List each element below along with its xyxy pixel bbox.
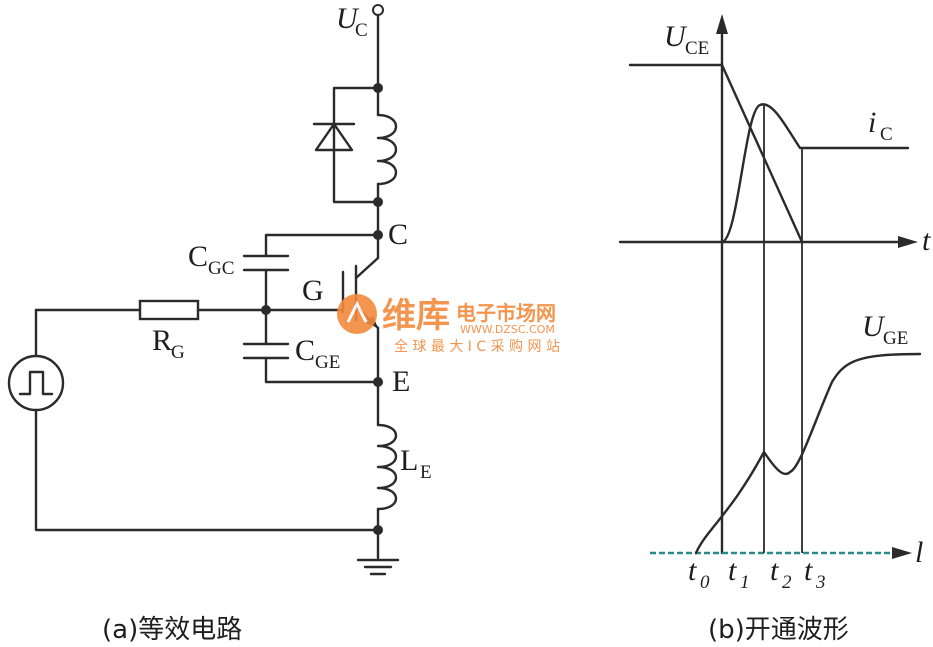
diode-branch-wire — [332, 86, 380, 204]
ic-curve — [720, 103, 910, 244]
watermark-logo-icon — [337, 294, 377, 334]
caption-left: (a)等效电路 — [102, 615, 242, 645]
equivalent-circuit: U C C G E R G — [7, 2, 560, 576]
igbt-collector-diag — [354, 256, 380, 280]
watermark-logo-mark — [346, 300, 368, 323]
rg-label-sub: G — [171, 342, 185, 363]
cge-label: C — [295, 334, 315, 367]
tick-t1-sub: 1 — [740, 572, 750, 593]
supply-label: U — [336, 2, 360, 35]
tick-t3-sub: 3 — [815, 572, 826, 593]
gate-label: G — [302, 274, 324, 307]
ic-label-sub: C — [880, 124, 893, 145]
tick-t0-sub: 0 — [700, 572, 710, 593]
uge-label: U — [862, 310, 886, 343]
tick-t2-sub: 2 — [782, 572, 792, 593]
gate-resistor — [138, 299, 200, 321]
middle-axis-label: t — [922, 224, 931, 257]
middle-time-axis-arrow — [898, 236, 918, 248]
le-label: L — [400, 444, 418, 477]
pulse-source — [7, 354, 65, 412]
tick-t0: t — [688, 554, 697, 587]
cgc-top-wire — [264, 233, 380, 258]
uge-curve — [694, 352, 922, 555]
uce-label: U — [664, 20, 688, 53]
turn-on-waveforms: U CE t l i C U GE t 0 t 1 t 2 t 3 — [618, 14, 931, 593]
bottom-axis-label: l — [915, 536, 923, 569]
emitter-label: E — [392, 365, 410, 398]
le-label-sub: E — [420, 462, 432, 483]
watermark-tagline: 全 球 最 大 I C 采 购 网 站 — [394, 338, 560, 355]
uce-label-sub: CE — [685, 38, 709, 59]
uce-curve — [628, 63, 804, 244]
collector-label: C — [388, 218, 408, 251]
emitter-inductor — [376, 423, 397, 511]
supply-terminal — [372, 4, 384, 16]
watermark: 维库 电子市场网 WWW.DZSC.COM 全 球 最 大 I C 采 购 网 … — [337, 294, 560, 355]
watermark-title: 维库 — [382, 296, 450, 336]
diode-triangle — [314, 122, 354, 152]
tick-t2: t — [770, 554, 779, 587]
watermark-subtitle: 电子市场网 — [456, 301, 556, 325]
cgc-label: C — [188, 240, 208, 273]
cgc-label-sub: GC — [208, 258, 234, 279]
rg-label: R — [152, 324, 172, 357]
caption-right: (b)开通波形 — [708, 615, 849, 645]
watermark-url: WWW.DZSC.COM — [460, 323, 555, 336]
supply-label-sub: C — [355, 20, 368, 41]
collector-inductor — [376, 113, 397, 186]
source-return-wire — [34, 408, 380, 532]
vertical-axis-arrow — [716, 14, 728, 34]
tick-t1: t — [728, 554, 737, 587]
tick-t3: t — [804, 554, 813, 587]
cge-label-sub: GE — [315, 352, 340, 373]
uge-label-sub: GE — [883, 328, 908, 349]
ic-label: i — [868, 106, 876, 139]
bottom-time-axis-arrow — [892, 547, 912, 559]
cge-bottom-wire — [264, 356, 380, 384]
pulse-icon — [18, 370, 54, 396]
